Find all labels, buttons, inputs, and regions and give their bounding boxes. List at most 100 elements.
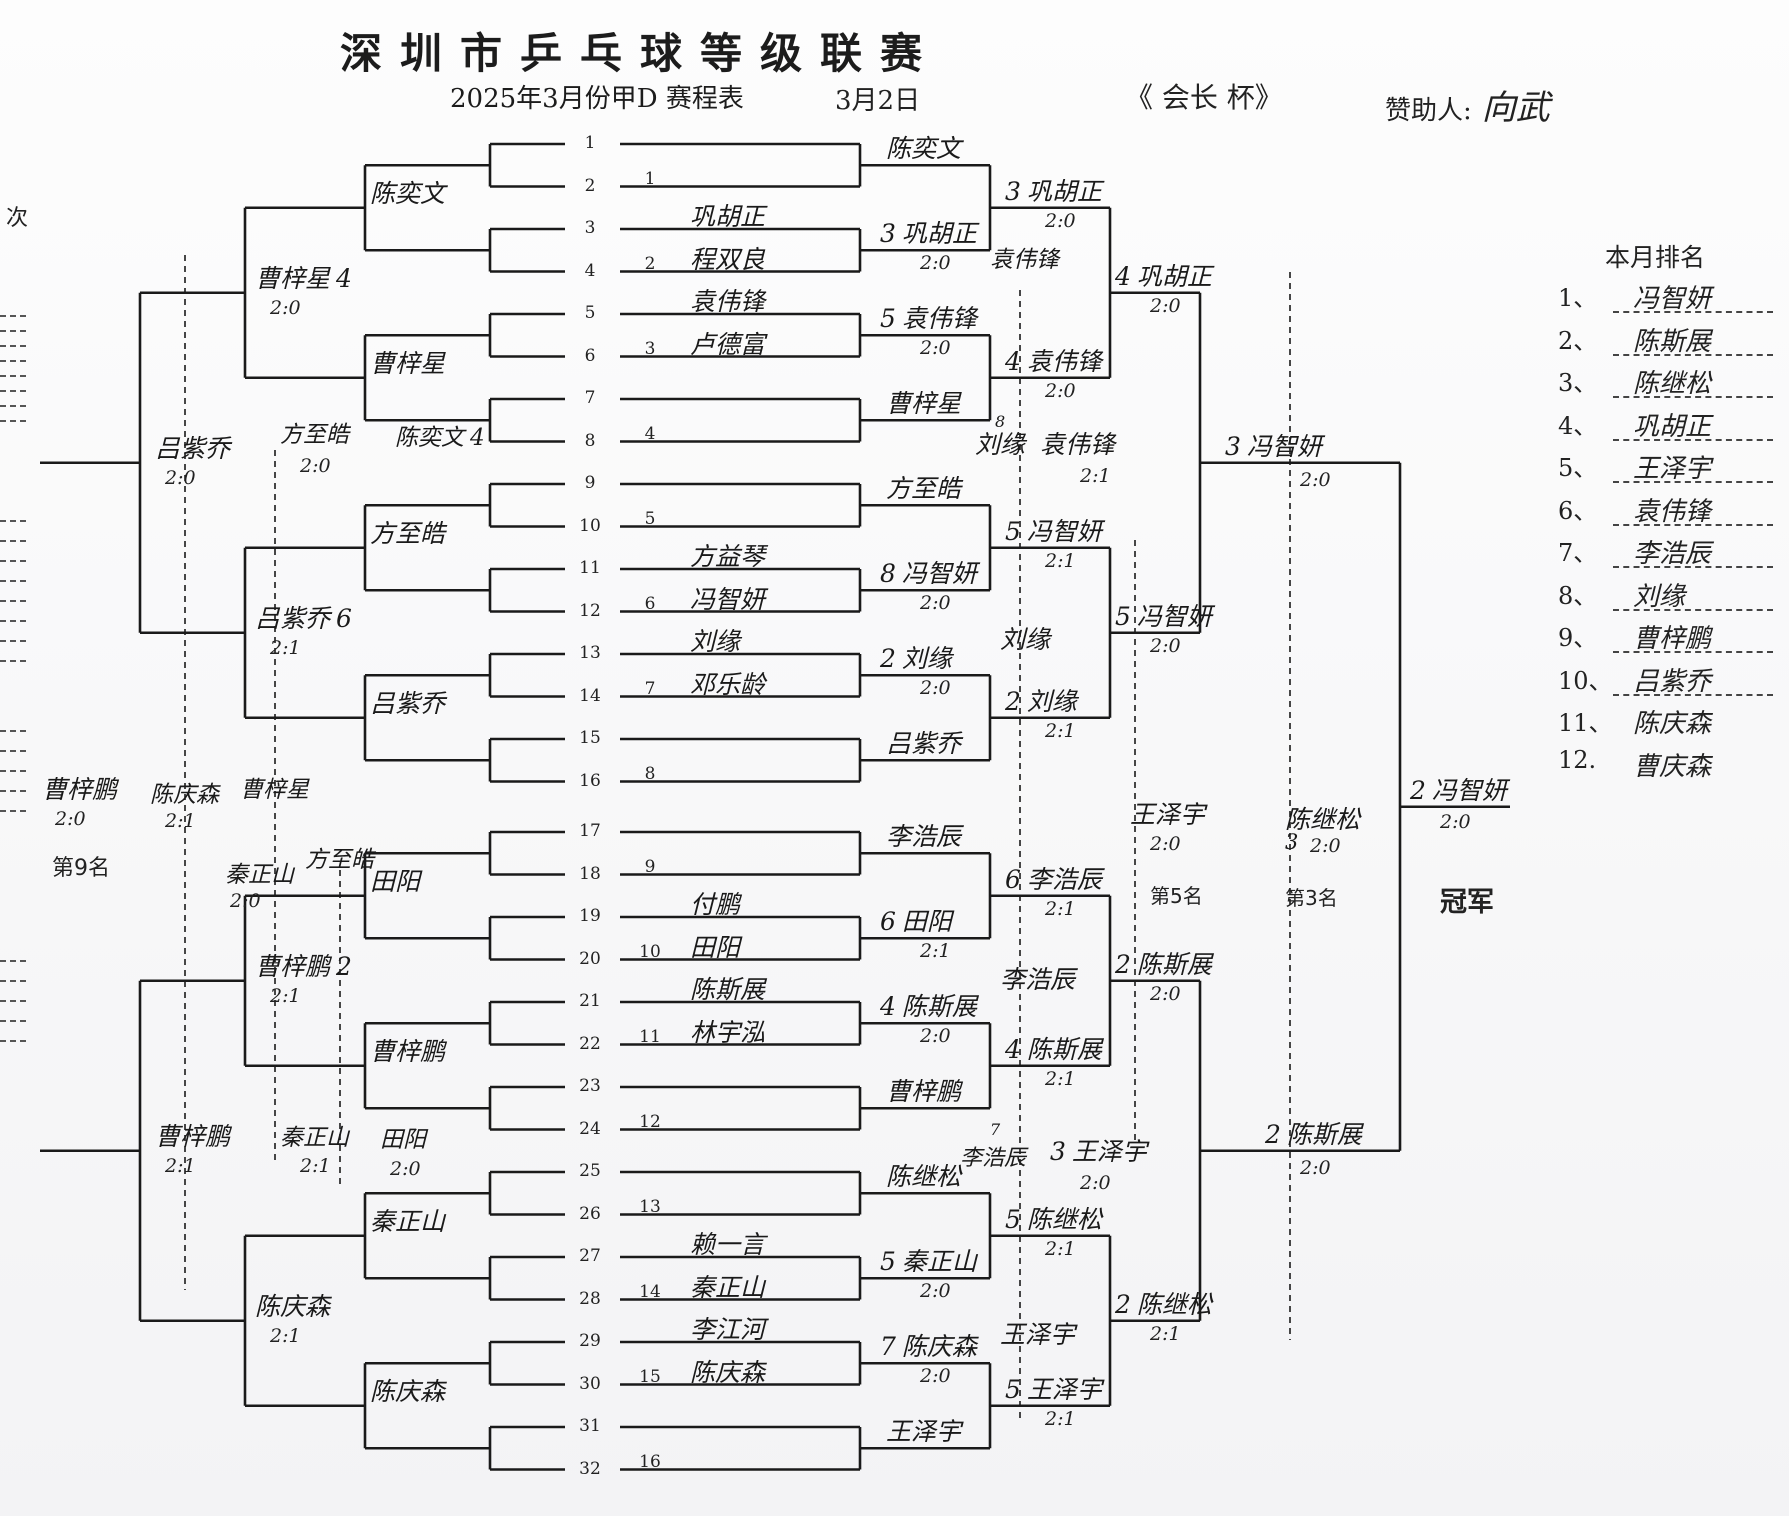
match-score: 2:1	[1045, 1237, 1076, 1260]
slot-number: 8	[584, 430, 596, 451]
seed-number: 3	[1005, 176, 1021, 206]
match-score: 2:1	[1150, 1322, 1181, 1345]
player-name: 陈庆森	[255, 1291, 331, 1321]
match-score: 2:0	[1300, 1156, 1331, 1179]
slot-number: 32	[579, 1458, 601, 1479]
player-name: 曹梓鹏	[155, 1121, 231, 1151]
match-score: 2:0	[1150, 982, 1181, 1005]
circle-mark: 7	[990, 1120, 1000, 1139]
consolation-name: 曹梓星	[240, 770, 309, 804]
slot-number: 29	[579, 1331, 601, 1351]
slot-number: 5	[584, 303, 596, 323]
margin-tick	[0, 730, 26, 732]
ranking-name: 王泽宇	[1633, 454, 1712, 484]
player-name: 陈斯展	[1026, 1034, 1102, 1064]
player-name: 巩胡正	[901, 219, 977, 249]
margin-tick	[0, 600, 26, 602]
match-score: 2:1	[920, 940, 951, 963]
ranking-row: 4、巩胡正	[1558, 406, 1773, 442]
slot-number: 13	[579, 643, 601, 663]
player-name: 陈庆森	[370, 1376, 446, 1406]
player-name: 袁伟锋	[1026, 346, 1102, 376]
round1-winner: 李浩辰	[880, 817, 961, 853]
player-name: 陈继松	[1136, 1289, 1212, 1319]
r2-loser: 王泽宇	[1000, 1315, 1075, 1351]
side-char: 次	[6, 206, 29, 231]
entrant-name: 程双良	[690, 244, 766, 274]
seed-number: 11	[639, 1027, 661, 1048]
entrant-name: 刘缘	[690, 627, 741, 656]
player-name: 陈奕文	[395, 425, 464, 451]
slot-number: 24	[579, 1118, 601, 1139]
player-name: 秦正山	[225, 862, 294, 888]
player-name: 吕紫乔	[255, 603, 331, 633]
margin-tick	[0, 1020, 26, 1022]
entrant-name: 陈斯展	[690, 975, 766, 1004]
margin-tick	[0, 360, 26, 362]
ranking-name: 吕紫乔	[1633, 666, 1712, 697]
schedule-subtitle: 2025年3月份甲D 赛程表	[450, 84, 744, 114]
margin-tick	[0, 620, 26, 622]
player-name: 田阳	[380, 1127, 426, 1153]
match-score: 2:0	[1310, 835, 1341, 857]
ranking-underline	[1613, 438, 1773, 441]
ranking-number: 6、	[1558, 496, 1598, 525]
player-name: 刘缘	[975, 430, 1026, 459]
match-score: 2:1	[270, 1324, 301, 1347]
seed-number: 12	[639, 1112, 661, 1133]
slot-number: 31	[579, 1416, 601, 1436]
entrant-name: 卢德富	[690, 329, 766, 359]
entrant-name: 袁伟锋	[690, 287, 766, 316]
entrant-name: 秦正山	[690, 1272, 766, 1302]
match-score: 2:0	[920, 592, 951, 615]
ranking-name: 曹梓鹏	[1633, 624, 1712, 654]
margin-tick	[0, 660, 26, 662]
consolation-name: 秦正山	[280, 1118, 349, 1152]
margin-tick	[0, 750, 26, 752]
slot-number: 3	[584, 218, 596, 238]
match-score: 2:0	[1150, 833, 1181, 855]
ranking-number: 12.	[1558, 745, 1597, 774]
margin-tick	[0, 560, 26, 562]
ranking-number: 2、	[1558, 326, 1598, 355]
consolation-name: 方至皓	[305, 840, 374, 874]
third-place-seed: 3	[1285, 830, 1298, 854]
seed-number: 2	[336, 951, 352, 981]
seed-number: 4	[1115, 261, 1131, 291]
r2-loser: 袁伟锋	[990, 240, 1059, 274]
entrant-name: 巩胡正	[690, 202, 766, 231]
player-name: 王泽宇	[886, 1417, 962, 1447]
ranking-row: 5、王泽宇	[1558, 448, 1773, 484]
player-name: 李浩辰	[886, 822, 962, 852]
ranking-row: 10、吕紫乔	[1558, 661, 1773, 697]
seed-number: 5	[1005, 1374, 1021, 1404]
player-name: 田阳	[370, 866, 421, 896]
player-name: 陈斯展	[1136, 949, 1212, 979]
margin-tick	[0, 980, 26, 982]
entrant-name: 林宇泓	[690, 1017, 766, 1047]
player-name: 巩胡正	[1136, 261, 1212, 291]
player-name: 冯智妍	[901, 559, 977, 589]
left-round1-name: 吕紫乔	[370, 684, 445, 720]
player-name: 刘缘	[901, 644, 952, 674]
slot-number: 7	[584, 388, 596, 408]
slot-number: 19	[579, 906, 601, 926]
slot-number: 14	[579, 685, 601, 706]
match-score: 2:1	[1080, 465, 1111, 487]
round1-winner: 陈继松	[880, 1157, 961, 1193]
player-name: 陈斯展	[1286, 1119, 1362, 1149]
player-name: 秦正山	[901, 1247, 977, 1277]
seed-number: 5	[880, 1247, 896, 1277]
match-score: 2:0	[920, 337, 951, 360]
ranking-name: 陈庆森	[1633, 709, 1712, 739]
seed-number: 2	[1115, 1289, 1131, 1319]
left-round1-name: 田阳	[370, 862, 420, 898]
ranking-row: 6、袁伟锋	[1558, 491, 1773, 527]
